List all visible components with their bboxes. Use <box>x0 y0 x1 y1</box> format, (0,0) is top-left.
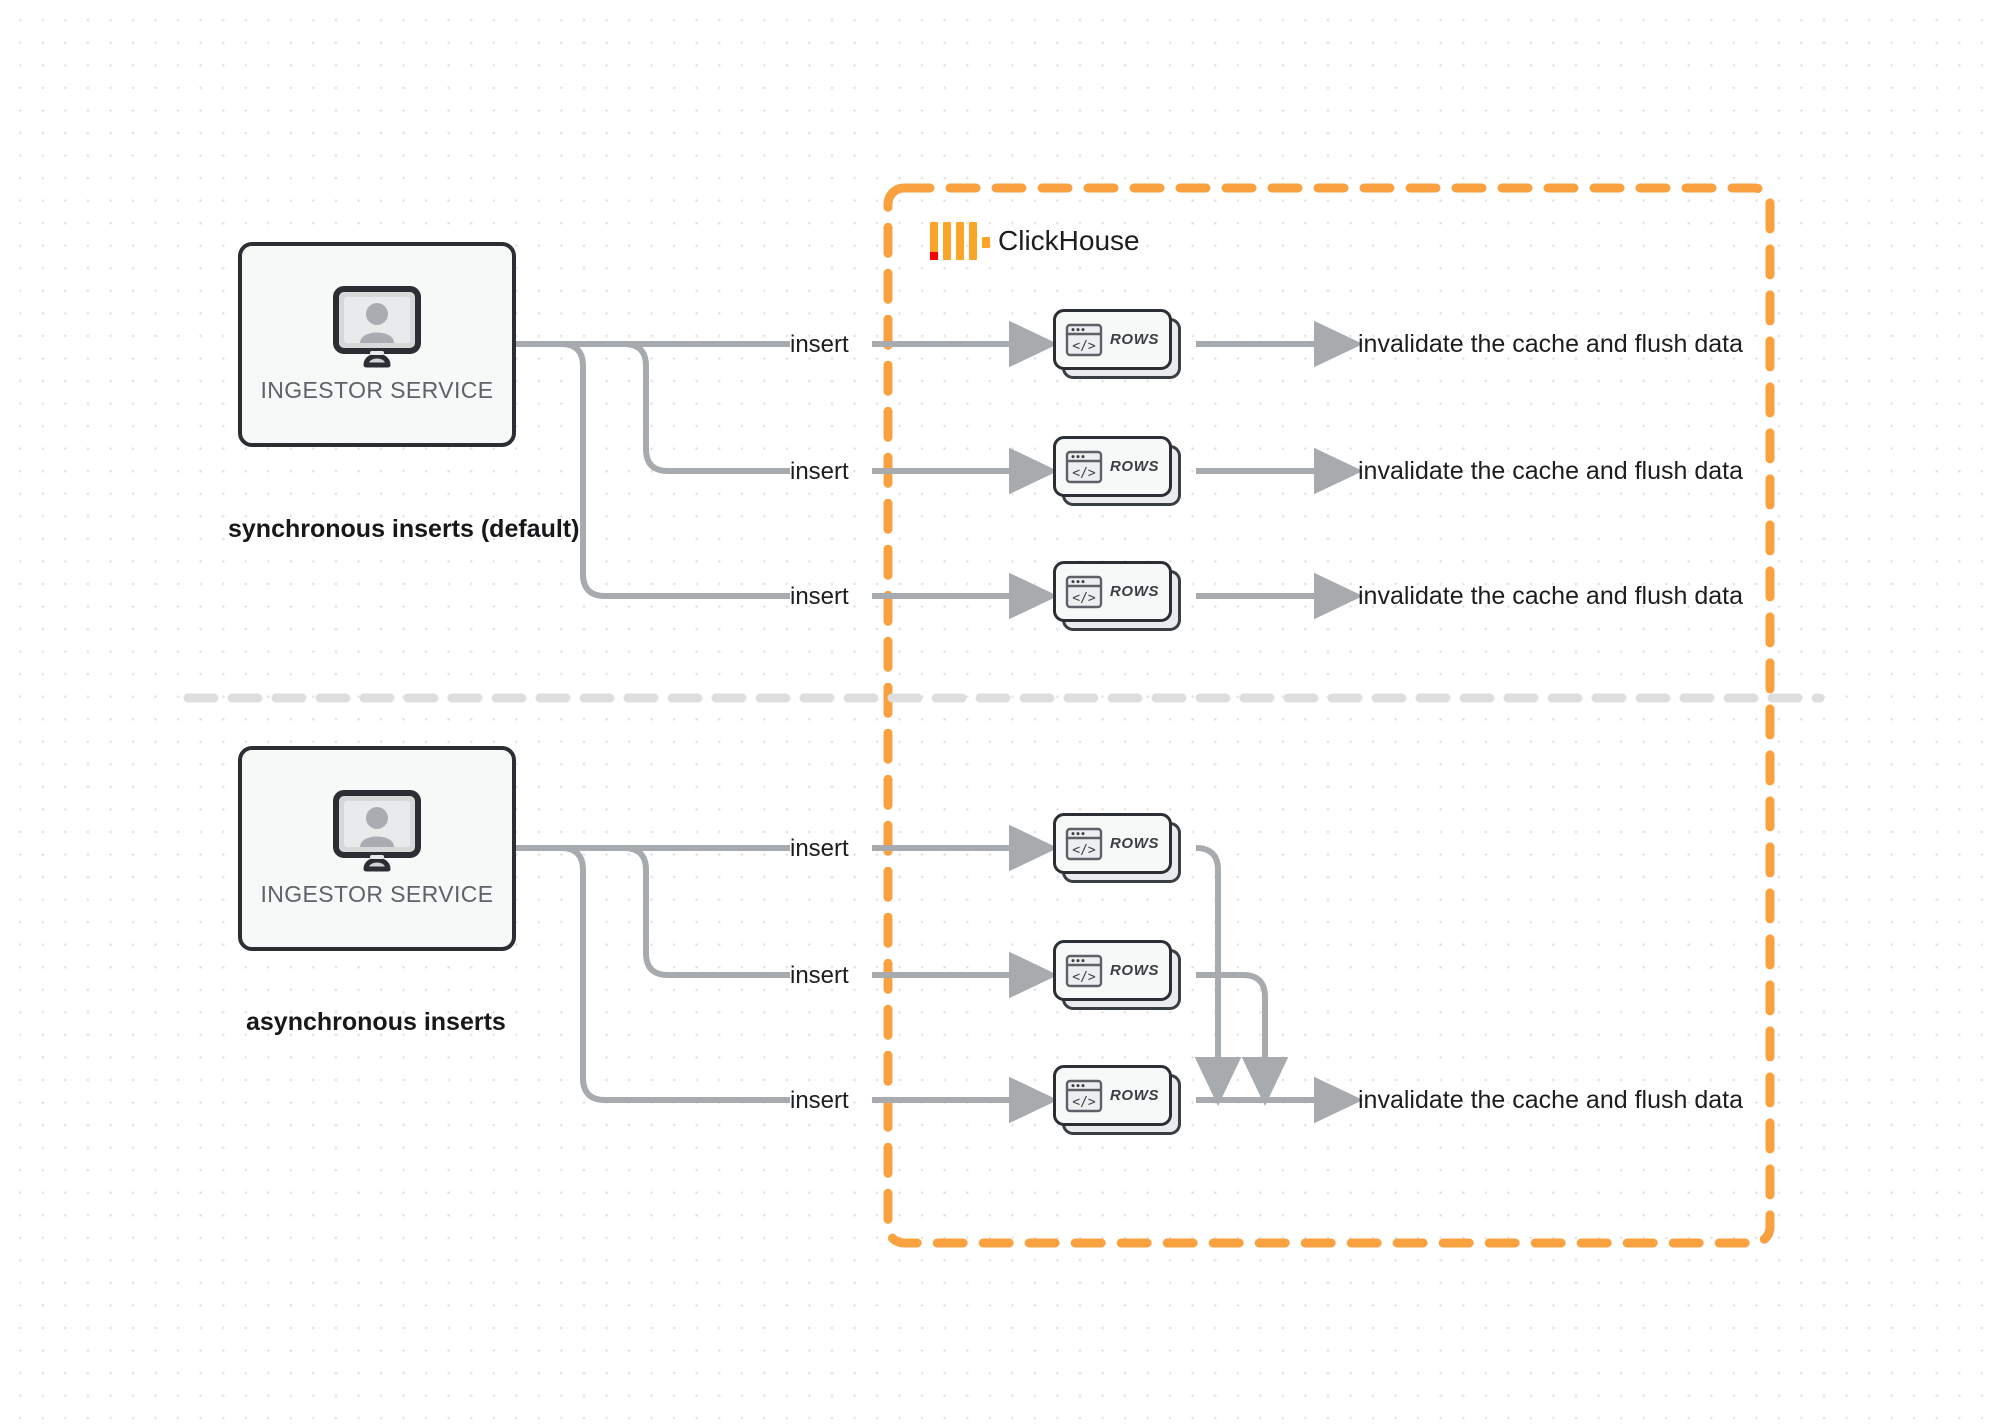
code-window-icon: </> <box>1065 1079 1103 1113</box>
rows-card-front: </> ROWS <box>1053 1065 1172 1126</box>
rows-card-front: </> ROWS <box>1053 940 1172 1001</box>
rows-card-label: ROWS <box>1110 1087 1160 1104</box>
svg-text:</>: </> <box>1072 591 1096 606</box>
ingestor-service-label-sync: INGESTOR SERVICE <box>260 377 494 403</box>
section-caption-sync: synchronous inserts (default) <box>228 515 580 543</box>
clickhouse-boundary-header: ClickHouse <box>930 222 1140 260</box>
rows-card-front: </> ROWS <box>1053 813 1172 874</box>
ingestor-service-async[interactable]: INGESTOR SERVICE <box>238 746 516 951</box>
clickhouse-label: ClickHouse <box>998 225 1140 256</box>
rows-card-front: </> ROWS <box>1053 561 1172 622</box>
rows-card-async-1[interactable]: </> ROWS <box>1053 813 1181 883</box>
edge-label-insert-async-1: insert <box>790 835 849 862</box>
edge-label-insert-sync-3: insert <box>790 583 849 610</box>
rows-card-front: </> ROWS <box>1053 436 1172 497</box>
code-window-icon: </> <box>1065 323 1103 357</box>
svg-text:</>: </> <box>1072 1095 1096 1110</box>
rows-card-sync-1[interactable]: </> ROWS <box>1053 309 1181 379</box>
rows-card-label: ROWS <box>1110 458 1160 475</box>
code-window-icon: </> <box>1065 450 1103 484</box>
rows-card-front: </> ROWS <box>1053 309 1172 370</box>
svg-text:</>: </> <box>1072 339 1096 354</box>
rows-card-sync-3[interactable]: </> ROWS <box>1053 561 1181 631</box>
rows-card-label: ROWS <box>1110 835 1160 852</box>
monitor-user-icon <box>329 789 425 875</box>
code-window-icon: </> <box>1065 954 1103 988</box>
svg-text:</>: </> <box>1072 970 1096 985</box>
edge-label-insert-sync-1: insert <box>790 331 849 358</box>
rows-card-label: ROWS <box>1110 583 1160 600</box>
rows-card-label: ROWS <box>1110 331 1160 348</box>
edge-label-insert-async-2: insert <box>790 962 849 989</box>
svg-text:</>: </> <box>1072 466 1096 481</box>
result-label-async-merged: invalidate the cache and flush data <box>1358 1086 1743 1114</box>
rows-card-async-3[interactable]: </> ROWS <box>1053 1065 1181 1135</box>
rows-card-sync-2[interactable]: </> ROWS <box>1053 436 1181 506</box>
edge-label-insert-sync-2: insert <box>790 458 849 485</box>
result-label-sync-3: invalidate the cache and flush data <box>1358 582 1743 610</box>
rows-card-label: ROWS <box>1110 962 1160 979</box>
svg-text:</>: </> <box>1072 843 1096 858</box>
code-window-icon: </> <box>1065 575 1103 609</box>
rows-card-async-2[interactable]: </> ROWS <box>1053 940 1181 1010</box>
edge-label-insert-async-3: insert <box>790 1087 849 1114</box>
code-window-icon: </> <box>1065 827 1103 861</box>
ingestor-service-sync[interactable]: INGESTOR SERVICE <box>238 242 516 447</box>
ingestor-service-label-async: INGESTOR SERVICE <box>260 881 494 907</box>
result-label-sync-2: invalidate the cache and flush data <box>1358 457 1743 485</box>
result-label-sync-1: invalidate the cache and flush data <box>1358 330 1743 358</box>
section-caption-async: asynchronous inserts <box>246 1008 506 1036</box>
monitor-user-icon <box>329 285 425 371</box>
clickhouse-logo-icon <box>930 222 990 260</box>
